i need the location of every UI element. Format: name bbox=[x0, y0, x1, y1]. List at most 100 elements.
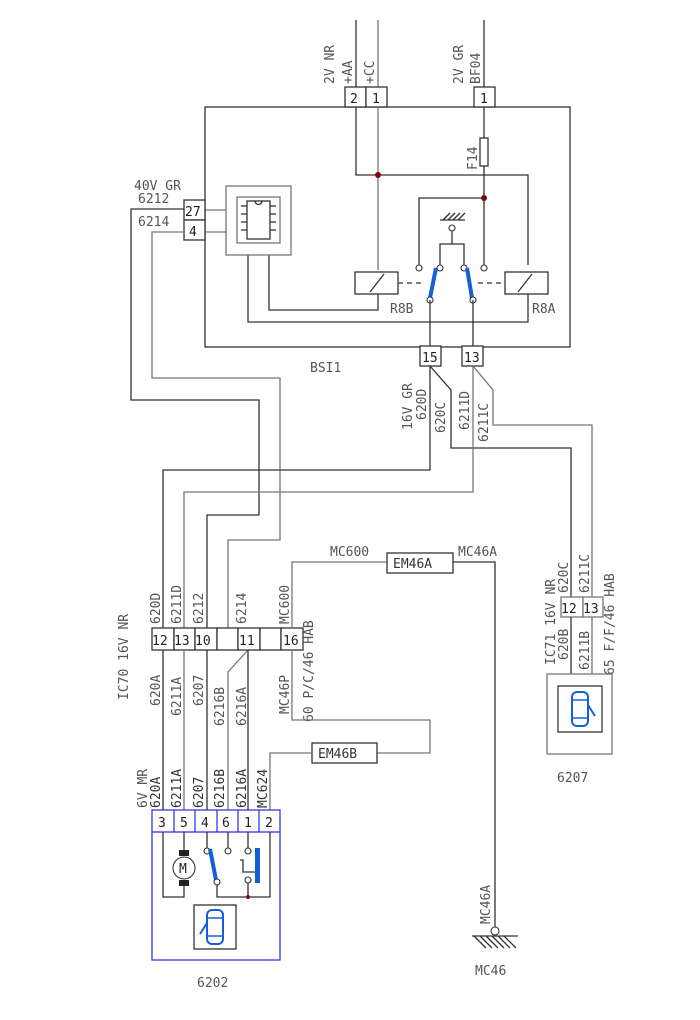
wire-mc46a bbox=[453, 561, 496, 927]
pin-label: 1 bbox=[480, 92, 488, 107]
wire-mc46p bbox=[291, 650, 431, 754]
wire-label: 6207 bbox=[192, 777, 207, 808]
connector-bsi-left: 27 4 bbox=[183, 199, 206, 241]
wire-label: 620D bbox=[149, 593, 164, 624]
ic70-label: IC70 16V NR bbox=[117, 614, 132, 700]
bsi-label: BSI1 bbox=[310, 361, 341, 376]
wire-mc624 bbox=[269, 752, 312, 810]
pin-label: 13 bbox=[464, 351, 480, 366]
ic70-note: 60 P/C/46 HAB bbox=[302, 620, 317, 722]
spec-label: 2V GR bbox=[452, 45, 467, 84]
relay-contact bbox=[436, 264, 444, 272]
wire-label: 620C bbox=[557, 562, 572, 593]
pin-label: 4 bbox=[189, 225, 197, 240]
wire-label: 620C bbox=[434, 402, 449, 433]
wire-label: 6211D bbox=[458, 391, 473, 430]
pin-label: 15 bbox=[422, 351, 438, 366]
wire-label: MC624 bbox=[256, 769, 271, 808]
pin-label: 12 bbox=[561, 602, 577, 617]
wire-mc600 bbox=[291, 561, 387, 628]
wire-internal bbox=[247, 255, 529, 323]
spec-label: 16V GR bbox=[401, 383, 416, 430]
wire-internal bbox=[418, 197, 484, 265]
wire-620c bbox=[429, 365, 572, 597]
pin-label: 2 bbox=[350, 92, 358, 107]
wire-label: +AA bbox=[341, 60, 356, 84]
pin-label: 6 bbox=[222, 816, 230, 831]
wire-6212 bbox=[130, 208, 260, 632]
ground-label: MC46 bbox=[475, 964, 506, 979]
wire-label: MC46A bbox=[479, 885, 494, 924]
wire-620d bbox=[162, 366, 431, 632]
wire-label: 6216A bbox=[235, 769, 250, 808]
pin-label: 13 bbox=[174, 634, 190, 649]
wire-label: MC46P bbox=[278, 675, 293, 714]
connector-top-left: 2 1 bbox=[344, 86, 388, 108]
component-6202: 3 5 4 6 1 2 M bbox=[151, 809, 281, 961]
relay-coil-r8a bbox=[504, 271, 549, 295]
door-car-icon bbox=[571, 691, 596, 727]
wire-6211c bbox=[472, 365, 593, 597]
relay-switch-r8a bbox=[465, 267, 474, 299]
wire-label: 6212 bbox=[192, 593, 207, 624]
ground-icon bbox=[439, 212, 466, 265]
wire-label: 6211A bbox=[170, 769, 185, 808]
spec-label: 6V MR bbox=[136, 769, 151, 808]
connector-ic71: 12 13 bbox=[560, 596, 604, 618]
wire-label: 6207 bbox=[192, 675, 207, 706]
ground-mc46-icon bbox=[472, 926, 518, 949]
motor-icon: M bbox=[172, 850, 196, 886]
connector-bsi-bottom: 15 13 bbox=[419, 345, 484, 367]
pin-label: 3 bbox=[158, 816, 166, 831]
spec-label: 40V GR bbox=[134, 179, 181, 194]
pin-label: 13 bbox=[583, 602, 599, 617]
pin-label: 5 bbox=[180, 816, 188, 831]
pin-label: 10 bbox=[195, 634, 211, 649]
relay-coil-r8b bbox=[354, 271, 399, 295]
wire-label: 6214 bbox=[138, 215, 169, 230]
ic71-label: IC71 16V NR bbox=[544, 579, 559, 665]
ic71-note: 65 F/F/46 HAB bbox=[603, 573, 618, 675]
junction-node bbox=[375, 172, 381, 178]
wire-label: 6211D bbox=[170, 585, 185, 624]
wire-label: 6214 bbox=[235, 593, 250, 624]
wire-label: 620A bbox=[149, 777, 164, 808]
component-6202-label: 6202 bbox=[197, 976, 228, 991]
wire-internal bbox=[268, 255, 379, 311]
spec-label: 2V NR bbox=[323, 45, 338, 84]
wire-label: 6211C bbox=[477, 403, 492, 442]
component-6207-label: 6207 bbox=[557, 771, 588, 786]
em46a-box bbox=[386, 552, 454, 574]
pin-label: 1 bbox=[372, 92, 380, 107]
relay-contact bbox=[415, 264, 423, 272]
wire-label: BF04 bbox=[469, 53, 484, 84]
wire-label: 6211A bbox=[170, 677, 185, 716]
wire-label: MC46A bbox=[458, 545, 497, 560]
wire-label: 6216B bbox=[213, 687, 228, 726]
wire-label: 6216A bbox=[235, 687, 250, 726]
pin-label: 11 bbox=[239, 634, 255, 649]
relay-switch-r8b bbox=[428, 267, 438, 299]
wire-internal bbox=[355, 107, 529, 265]
microcontroller-icon bbox=[225, 185, 292, 256]
wire-6214-route bbox=[151, 231, 281, 632]
wire-6211d bbox=[183, 366, 474, 632]
wire-label: 620B bbox=[557, 629, 572, 660]
component-6207 bbox=[546, 673, 613, 755]
wire-label: 6216B bbox=[213, 769, 228, 808]
wire-label: MC600 bbox=[278, 585, 293, 624]
door-switch bbox=[208, 848, 218, 881]
pin-label: 2 bbox=[265, 816, 273, 831]
em46a-label: EM46A bbox=[393, 557, 432, 572]
wire-6216b bbox=[227, 649, 249, 810]
em46b-label: EM46B bbox=[318, 747, 357, 762]
pin-label: 27 bbox=[185, 205, 201, 220]
fuse-label: F14 bbox=[466, 146, 481, 170]
wire-label: +CC bbox=[363, 61, 378, 84]
wire-label: 620D bbox=[415, 389, 430, 420]
relay-label-r8a: R8A bbox=[532, 302, 556, 317]
pin-label: 1 bbox=[244, 816, 252, 831]
connector-top-right: 1 bbox=[473, 86, 496, 108]
pin-label: 12 bbox=[152, 634, 168, 649]
